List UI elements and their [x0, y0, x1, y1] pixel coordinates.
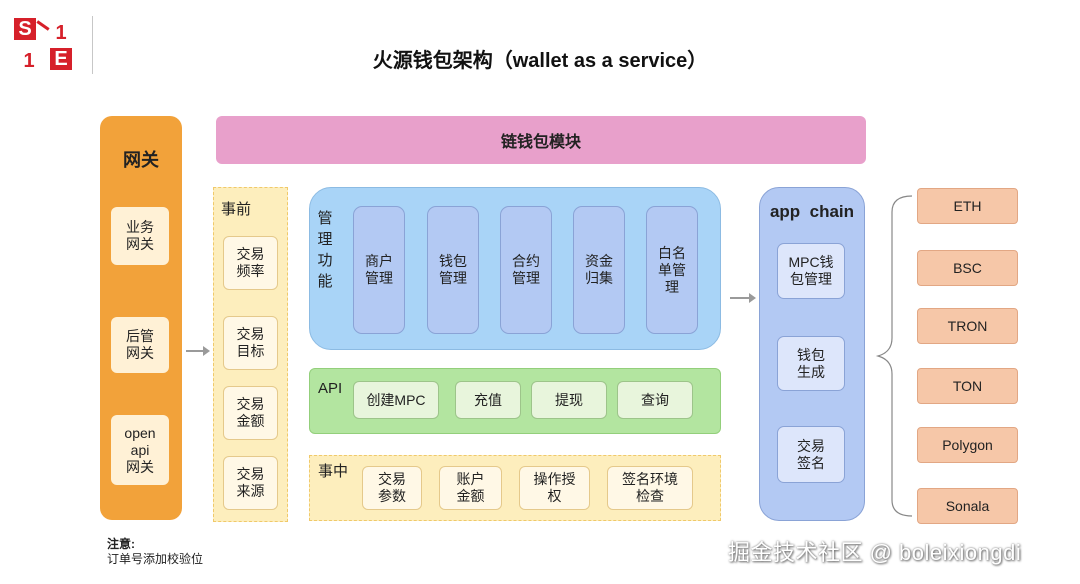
mid-item-authorization: 操作授 权: [519, 466, 590, 510]
network-tron: TRON: [917, 308, 1018, 344]
network-eth: ETH: [917, 188, 1018, 224]
api-title: API: [318, 380, 343, 397]
pre-check-title: 事前: [221, 201, 252, 218]
networks-brace: [875, 195, 913, 517]
management-title: 管 理 功 能: [317, 210, 333, 290]
gateway-title: 网关: [123, 150, 159, 170]
management-item-wallet: 钱包 管理: [427, 206, 479, 334]
network-ton: TON: [917, 368, 1018, 404]
app-chain-title: app chain: [769, 202, 855, 221]
note: 注意: 订单号添加校验位: [107, 537, 203, 567]
mid-item-params: 交易 参数: [362, 466, 422, 510]
management-item-whitelist: 白名 单管 理: [646, 206, 698, 334]
arrow-gateway-to-pre: [186, 346, 210, 356]
note-text: 订单号添加校验位: [107, 552, 204, 566]
network-sonala: Sonala: [917, 488, 1018, 524]
logo: S 1 1 E: [14, 16, 76, 74]
api-item-query: 查询: [617, 381, 693, 419]
in-process-check-title: 事中: [318, 463, 349, 480]
chain-wallet-module: 链钱包模块: [216, 116, 866, 164]
api-item-deposit: 充值: [455, 381, 521, 419]
management-item-contract: 合约 管理: [500, 206, 552, 334]
gateway-item-business: 业务 网关: [111, 207, 169, 265]
pre-item-source: 交易 来源: [223, 456, 278, 510]
gateway-item-openapi: open api 网关: [111, 415, 169, 485]
network-polygon: Polygon: [917, 427, 1018, 463]
note-label: 注意:: [107, 537, 135, 551]
app-chain-item-mpc-wallet: MPC钱 包管理: [777, 243, 845, 299]
pre-item-frequency: 交易 频率: [223, 236, 278, 290]
api-item-create-mpc: 创建MPC: [353, 381, 439, 419]
mid-item-account-amount: 账户 金额: [439, 466, 502, 510]
mid-item-sign-env-check: 签名环境 检查: [607, 466, 693, 510]
watermark: 掘金技术社区 @ boleixiongdi: [728, 540, 1022, 565]
pre-item-amount: 交易 金额: [223, 386, 278, 440]
logo-divider: [92, 16, 93, 74]
logo-cell-1-top: 1: [55, 21, 67, 44]
app-chain-item-wallet-gen: 钱包 生成: [777, 336, 845, 391]
app-chain-item-tx-sign: 交易 签名: [777, 426, 845, 483]
management-item-fund-collect: 资金 归集: [573, 206, 625, 334]
pre-item-target: 交易 目标: [223, 316, 278, 370]
diagram-title: 火源钱包架构（wallet as a service）: [372, 50, 708, 72]
api-item-withdraw: 提现: [531, 381, 607, 419]
network-bsc: BSC: [917, 250, 1018, 286]
gateway-item-admin: 后管 网关: [111, 317, 169, 373]
management-item-merchant: 商户 管理: [353, 206, 405, 334]
logo-cell-1-bottom: 1: [23, 49, 35, 72]
logo-cell-e: E: [50, 48, 72, 70]
arrow-to-app-chain: [730, 293, 756, 303]
logo-cell-s: S: [14, 18, 36, 40]
